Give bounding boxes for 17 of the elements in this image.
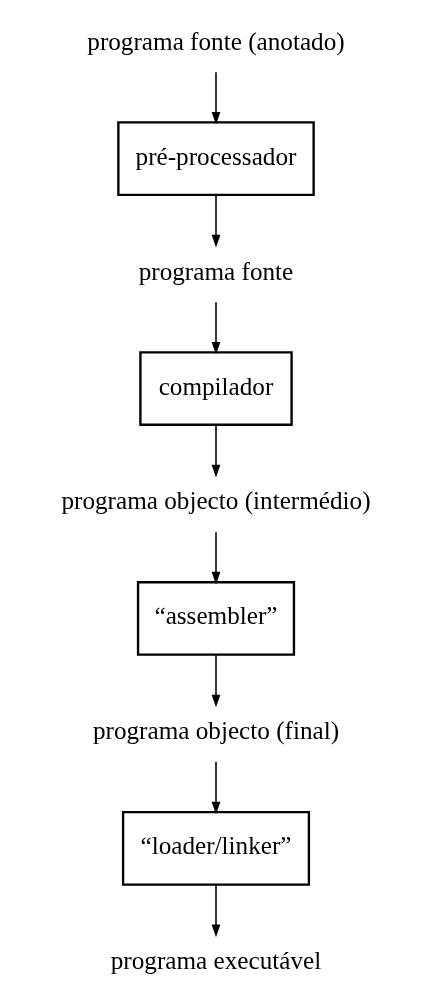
node-box: pré-processador [116,121,315,197]
node-text: programa objecto (intermédio) [60,487,371,515]
arrow [211,194,220,248]
arrow [211,883,220,938]
node-text: programa fonte (anotado) [86,27,345,55]
arrow [211,301,220,355]
arrow [211,654,220,708]
arrow [211,424,220,478]
arrow [211,531,220,585]
node-text: programa executável [110,947,321,975]
node-text: programa fonte [138,257,293,285]
arrow [211,71,220,125]
node-text: programa objecto (final) [92,717,339,745]
node-box: “assembler” [136,581,295,656]
node-box: compilador [138,351,293,426]
arrow [211,761,220,815]
node-box: “loader/linker” [121,810,310,886]
